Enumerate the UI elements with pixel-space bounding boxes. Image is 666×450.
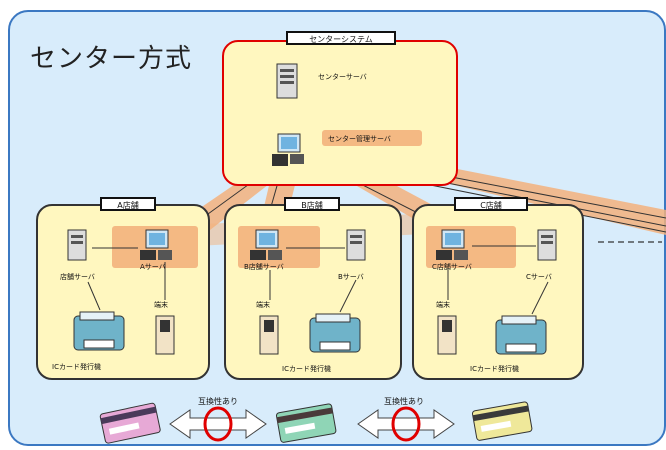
store-a-printer-label: ICカード発行機	[52, 363, 101, 371]
store-c-server-icon	[537, 229, 557, 261]
store-c-terminal-icon	[437, 315, 457, 355]
center-pc-icon	[272, 133, 304, 166]
store-a-terminal-label: 端末	[154, 301, 168, 309]
store-c-printer-icon	[495, 315, 547, 355]
exchange-label-1: 互換性あり	[198, 397, 238, 406]
store-b-server-icon	[346, 229, 366, 261]
store-b-pc-icon	[250, 229, 282, 260]
exchange-arrow-1	[169, 406, 267, 442]
store-c-highlight	[426, 226, 516, 268]
store-a-server-label: 店舗サーバ	[60, 273, 95, 281]
store-b-terminal-icon	[259, 315, 279, 355]
store-b-pc-label: B店舗サーバ	[244, 263, 284, 271]
store-c-tab: C店舗	[454, 197, 528, 211]
store-a-pc-icon	[140, 229, 172, 260]
store-b-highlight	[238, 226, 320, 268]
store-c-pc-label: C店舗サーバ	[432, 263, 472, 271]
exchange-label-2: 互換性あり	[384, 397, 424, 406]
center-server-label: センターサーバ	[318, 73, 367, 81]
center-server-icon	[276, 63, 298, 99]
store-a-tab: A店舗	[100, 197, 156, 211]
center-relay-highlight	[322, 130, 422, 146]
card-c-icon	[471, 401, 533, 441]
exchange-arrow-2	[357, 406, 455, 442]
store-c-pc-icon	[436, 229, 468, 260]
store-a-server-icon	[67, 229, 87, 261]
store-c-server-label: Cサーバ	[526, 273, 552, 281]
store-c-terminal-label: 端末	[436, 301, 450, 309]
store-b-tab: B店舗	[284, 197, 340, 211]
card-b-icon	[275, 403, 337, 443]
store-b-server-label: Bサーバ	[338, 273, 364, 281]
center-relay-label: センター管理サーバ	[328, 135, 391, 143]
diagram-title: センター方式	[30, 44, 193, 74]
store-b-printer-icon	[309, 313, 361, 353]
center-system-box	[222, 40, 458, 186]
store-b-printer-label: ICカード発行機	[282, 365, 331, 373]
center-system-tab: センターシステム	[286, 31, 396, 45]
store-b-terminal-label: 端末	[256, 301, 270, 309]
store-a-terminal-icon	[155, 315, 175, 355]
store-a-printer-icon	[73, 311, 125, 351]
card-a-icon	[99, 402, 161, 444]
store-c-printer-label: ICカード発行機	[470, 365, 519, 373]
store-a-pc-label: Aサーバ	[140, 263, 166, 271]
